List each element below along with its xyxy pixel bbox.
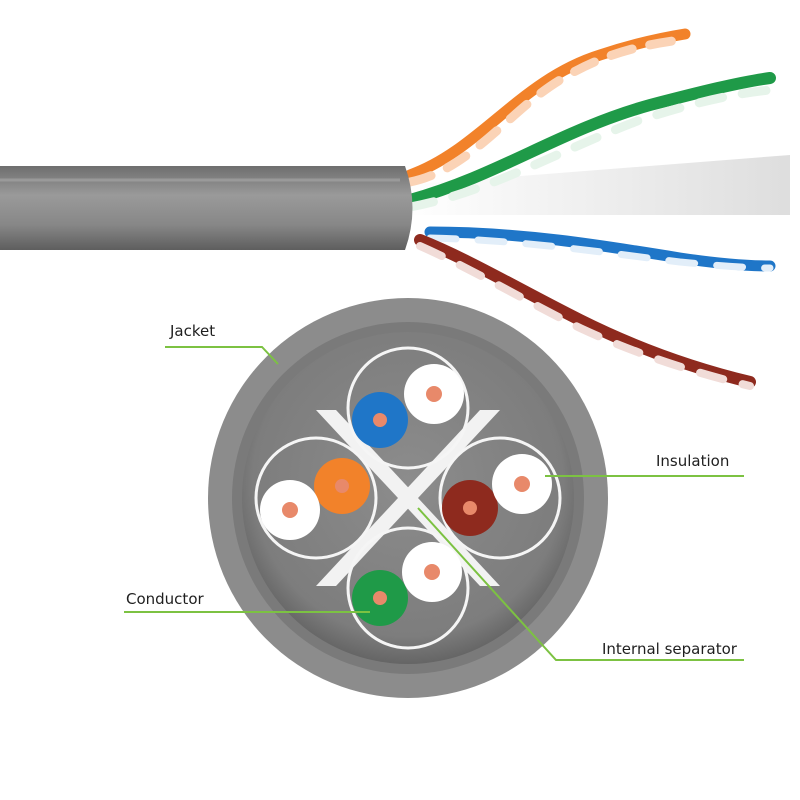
pair-cell-right — [438, 436, 562, 560]
label-insulation: Insulation — [656, 452, 729, 470]
callout-internal-separator: Internal separator — [417, 507, 744, 661]
label-conductor: Conductor — [126, 590, 204, 608]
jacket-side — [0, 166, 413, 250]
wire-pair-orange — [404, 28, 691, 187]
label-jacket: Jacket — [169, 322, 215, 340]
wire-pair-green — [404, 72, 776, 212]
wire-pair-brown — [414, 234, 756, 390]
cable-cross-section — [208, 298, 608, 698]
callout-jacket: Jacket — [165, 322, 279, 365]
wire-pair-blue — [424, 226, 776, 272]
internal-separator — [316, 410, 500, 586]
cable-side-view — [0, 28, 790, 390]
callout-conductor: Conductor — [124, 590, 370, 613]
callout-insulation: Insulation — [545, 452, 744, 477]
pair-cell-top — [346, 346, 470, 470]
separator-strip — [405, 155, 790, 215]
label-internal-separator: Internal separator — [602, 640, 738, 658]
pair-cell-left — [254, 436, 378, 560]
